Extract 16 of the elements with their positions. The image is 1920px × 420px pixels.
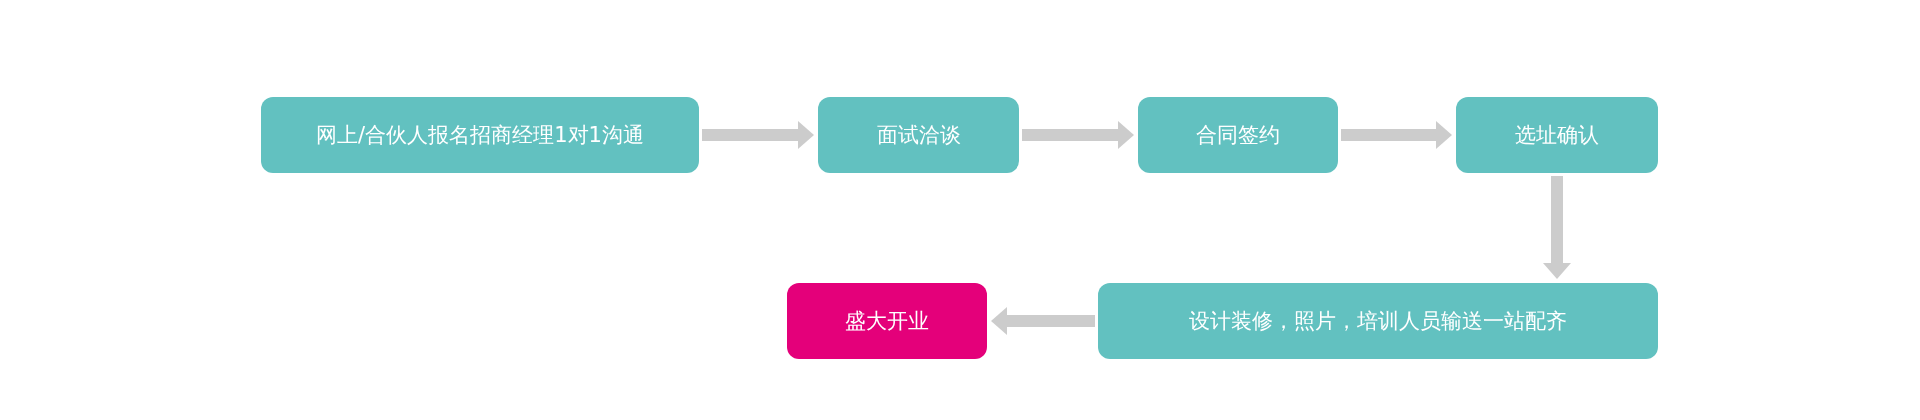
- process-box: [1138, 97, 1338, 173]
- step-label: 合同签约: [1196, 122, 1280, 149]
- block-arrow: [1543, 176, 1571, 279]
- step-label: 设计装修，照片，培训人员输送一站配齐: [1189, 308, 1567, 335]
- process-box: [1456, 97, 1658, 173]
- process-box: [261, 97, 699, 173]
- step-label: 面试洽谈: [876, 122, 961, 149]
- block-arrow: [1341, 121, 1452, 149]
- block-arrow: [702, 121, 814, 149]
- step-label: 选址确认: [1515, 122, 1599, 149]
- step-label: 网上/合伙人报名招商经理1对1沟通: [316, 122, 644, 149]
- process-box: [787, 283, 987, 359]
- step-label: 盛大开业: [845, 308, 929, 335]
- process-box: [1098, 283, 1658, 359]
- block-arrow: [1022, 121, 1134, 149]
- process-box: [818, 97, 1019, 173]
